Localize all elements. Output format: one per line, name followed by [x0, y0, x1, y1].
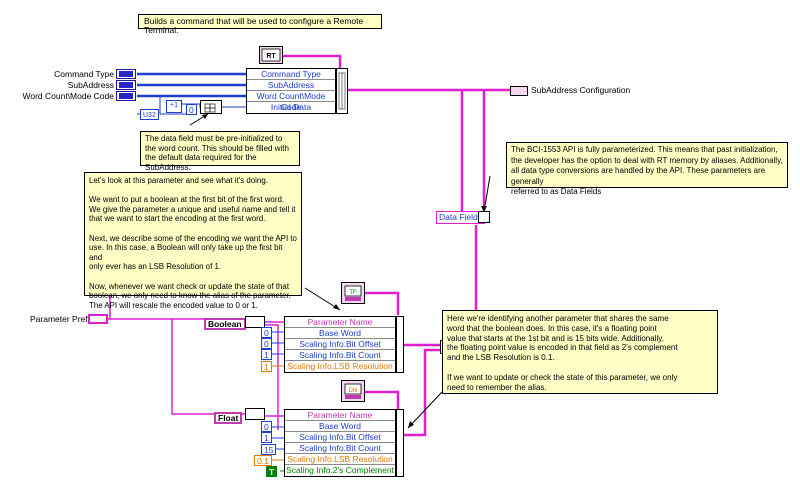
boolean-lsb-constant[interactable]: 1 [261, 361, 272, 372]
svg-text:RT: RT [266, 53, 276, 60]
cluster-glyph-icon [338, 72, 346, 110]
word-count-label: Word Count\Mode Code [22, 91, 114, 101]
boolean-bit-offset-constant[interactable]: 0 [261, 338, 272, 349]
boolean-row-lsb-resolution: Scaling Info.LSB Resolution [287, 361, 393, 371]
u32-type-constant[interactable]: U32 [140, 109, 159, 120]
float-row-lsb-resolution: Scaling Info.LSB Resolution [285, 454, 395, 465]
boolean-bit-count-constant[interactable]: 1 [261, 349, 272, 360]
svg-text:TF: TF [349, 290, 357, 296]
array-grid-icon [204, 103, 216, 113]
boolean-bundle-terminal [396, 316, 404, 373]
initialize-array-icon [200, 100, 222, 114]
float-parameter-note: Here we're identifying another parameter… [442, 310, 718, 394]
boolean-row-bit-offset: Scaling Info.Bit Offset [285, 339, 395, 350]
float-row-bit-count: Scaling Info.Bit Count [285, 443, 395, 454]
boolean-param-bundle: Parameter Name Base Word Scaling Info.Bi… [284, 316, 396, 373]
float-base-word-constant[interactable]: 0 [261, 421, 272, 432]
rt-bundle-cluster-terminal [336, 68, 348, 114]
float-lsb-constant[interactable]: 0.1 [254, 455, 272, 466]
float-row-bit-offset: Scaling Info.Bit Offset [285, 432, 395, 443]
parameter-prefix-label: Parameter Prefix [30, 314, 94, 324]
boolean-glyph-icon: TF [344, 285, 362, 301]
boolean-concat-icon [245, 316, 265, 328]
word-count-control[interactable] [116, 91, 136, 101]
boolean-row-bit-count: Scaling Info.Bit Count [285, 350, 395, 361]
rt-glyph-icon: RT [261, 48, 281, 62]
parameter-prefix-control[interactable] [88, 314, 108, 324]
command-type-label: Command Type [54, 69, 114, 79]
rt-bundle-by-name: Command Type SubAddress Word Count\Mode … [246, 68, 336, 114]
subaddress-label: SubAddress [67, 80, 114, 90]
float-bundle-terminal [396, 409, 404, 477]
float-param-bundle: Parameter Name Base Word Scaling Info.Bi… [284, 409, 396, 477]
boolean-type-icon: TF [341, 282, 365, 304]
boolean-row-base-word: Base Word [285, 328, 395, 339]
float-concat-icon [245, 408, 265, 420]
command-type-control[interactable] [116, 69, 136, 79]
data-field-note: The data field must be pre-initialized t… [140, 131, 300, 172]
rt-bundle-row-word-count: Word Count\Mode Code [247, 91, 335, 112]
subaddress-configuration-indicator[interactable] [510, 86, 528, 96]
float-twos-complement-constant[interactable]: T [266, 466, 278, 477]
float-glyph-icon: Dbl [344, 383, 362, 399]
rt-bundle-row-initial-data: Initial Data [270, 102, 312, 112]
increment-node: +1 [166, 100, 182, 113]
header-note: Builds a command that will be used to co… [138, 14, 382, 35]
boolean-base-word-constant[interactable]: 0 [261, 327, 272, 338]
float-name-constant[interactable]: Float [214, 412, 243, 424]
boolean-row-parameter-name: Parameter Name [285, 317, 395, 328]
subaddress-configuration-label: SubAddress Configuration [531, 85, 631, 95]
rt-bundle-row-command-type: Command Type [247, 69, 335, 80]
boolean-parameter-note: Let's look at this parameter and see wha… [84, 172, 302, 310]
zero-constant[interactable]: 0 [186, 104, 197, 115]
boolean-name-constant[interactable]: Boolean [204, 318, 246, 330]
float-row-base-word: Base Word [285, 421, 395, 432]
float-bit-offset-constant[interactable]: 1 [261, 432, 272, 443]
api-parameterized-note: The BCI-1553 API is fully parameterized.… [506, 142, 788, 196]
rt-bundle-row-subaddress: SubAddress [247, 80, 335, 91]
float-type-icon: Dbl [341, 380, 365, 402]
float-row-twos-complement: Scaling Info.2's Complement [286, 465, 394, 475]
float-row-parameter-name: Parameter Name [285, 410, 395, 421]
svg-text:Dbl: Dbl [348, 388, 357, 394]
subaddress-control[interactable] [116, 80, 136, 90]
data-fields-unbundle [478, 211, 490, 223]
float-bit-count-constant[interactable]: 15 [261, 444, 277, 455]
rt-config-icon: RT [259, 46, 283, 64]
